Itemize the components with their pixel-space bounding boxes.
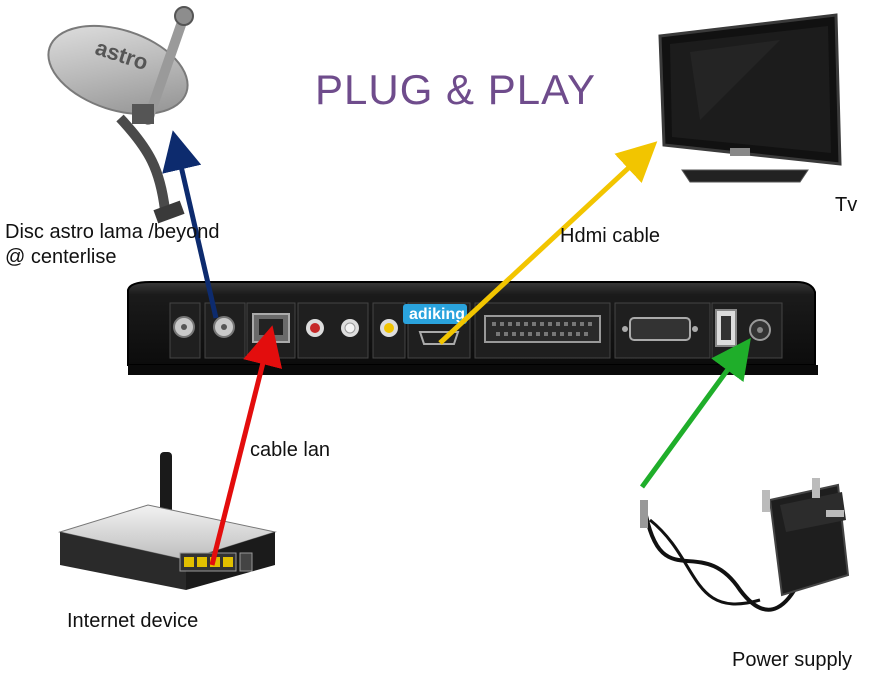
receiver-brand-text: adiking	[409, 306, 465, 323]
television-icon	[658, 13, 842, 183]
satellite-dish-icon: astro	[47, 6, 194, 224]
lan-cable-label: cable lan	[250, 439, 331, 461]
router-icon	[58, 452, 277, 590]
lan-cable-arrow	[209, 325, 283, 566]
internet-device-label: Internet device	[67, 610, 199, 632]
page-title: PLUG & PLAY	[315, 66, 597, 113]
satellite-cable-arrow	[162, 130, 219, 319]
power-cable-arrow	[639, 337, 751, 489]
receiver-box-icon: adiking	[127, 281, 818, 375]
power-supply-label: Power supply	[732, 649, 853, 671]
hdmi-cable-label: Hdmi cable	[560, 225, 661, 247]
power-adapter-icon	[640, 478, 850, 612]
hdmi-cable-arrow	[438, 141, 658, 345]
dish-label: Disc astro lama /beyond @ centerlise	[5, 221, 220, 268]
tv-label: Tv	[835, 194, 858, 216]
